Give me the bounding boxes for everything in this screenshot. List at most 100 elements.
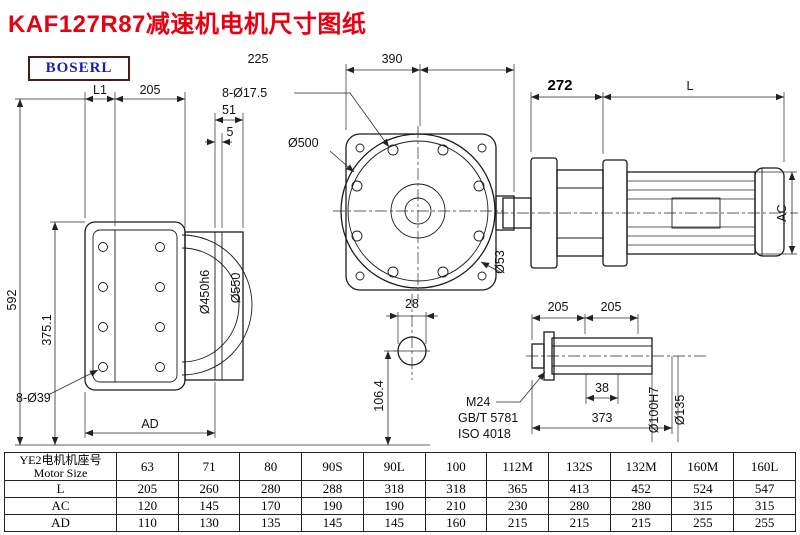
left-view: L1 205 51 5 592 375.1 8-Ø39 AD Ø450h6 Ø5… bbox=[5, 83, 430, 446]
motor-side-view: 272 L AC bbox=[496, 77, 798, 269]
fan-cowl bbox=[754, 167, 785, 257]
dim-label-5: 5 bbox=[227, 125, 234, 139]
dim-label-1064: 106.4 bbox=[372, 380, 386, 411]
dim-label-38: 38 bbox=[595, 381, 609, 395]
table-row-AC: AC 120 145 170 190 190 210 230 280 280 3… bbox=[4, 497, 796, 515]
dim-label-205a: 205 bbox=[548, 300, 569, 314]
col-header: 132S bbox=[548, 452, 611, 481]
col-header: 63 bbox=[116, 452, 179, 481]
col-header: 100 bbox=[424, 452, 488, 481]
table-cell: 145 bbox=[301, 514, 364, 532]
flange-arc-d450 bbox=[181, 247, 240, 363]
table-cell: 318 bbox=[362, 480, 426, 498]
col-header: 71 bbox=[177, 452, 241, 481]
technical-drawing: L1 205 51 5 592 375.1 8-Ø39 AD Ø450h6 Ø5… bbox=[5, 52, 798, 446]
table-cell: 280 bbox=[239, 480, 303, 498]
table-cell: 130 bbox=[177, 514, 241, 532]
dim-label-205: 205 bbox=[140, 83, 161, 97]
flange-holes-8xd175 bbox=[351, 144, 485, 278]
front-view: 225 390 8-Ø17.5 Ø500 Ø53 28 106.4 bbox=[222, 52, 515, 445]
dim-label-373: 373 bbox=[592, 411, 613, 425]
table-cell: 215 bbox=[609, 514, 673, 532]
col-header: 160M bbox=[671, 452, 735, 481]
row-label: AC bbox=[4, 497, 117, 515]
dim-label-28: 28 bbox=[405, 297, 419, 311]
page-title: KAF127R87减速机电机尺寸图纸 bbox=[8, 11, 367, 38]
col-header: 160L bbox=[733, 452, 796, 481]
dim-label-d53: Ø53 bbox=[493, 250, 507, 274]
table-cell: 452 bbox=[609, 480, 673, 498]
dim-label-8d39: 8-Ø39 bbox=[16, 391, 51, 405]
table-cell: 547 bbox=[733, 480, 796, 498]
dim-label-d100h7: Ø100H7 bbox=[647, 387, 661, 434]
table-cell: 524 bbox=[671, 480, 735, 498]
dim-label-d450h6: Ø450h6 bbox=[198, 270, 212, 315]
table-cell: 413 bbox=[548, 480, 611, 498]
motor-nameplate bbox=[671, 197, 721, 229]
motor-size-table: YE2电机机座号 Motor Size 63 71 80 90S 90L 100… bbox=[4, 452, 796, 532]
table-row-AD: AD 110 130 135 145 145 160 215 215 215 2… bbox=[4, 514, 796, 532]
table-cell: 145 bbox=[362, 514, 426, 532]
shaft-detail: 205 205 38 373 M24 GB/T 5781 ISO 4018 Ø1… bbox=[458, 300, 706, 442]
table-cell: 135 bbox=[239, 514, 303, 532]
table-cell: 160 bbox=[424, 514, 488, 532]
row-label: L bbox=[4, 480, 117, 498]
col-header: 112M bbox=[486, 452, 550, 481]
col-header: 90L bbox=[362, 452, 426, 481]
dim-label-375: 375.1 bbox=[40, 314, 54, 345]
m24-bolt-head bbox=[531, 343, 545, 369]
table-header-row: YE2电机机座号 Motor Size 63 71 80 90S 90L 100… bbox=[4, 452, 796, 481]
table-cell: 255 bbox=[671, 514, 735, 532]
dim-label-d550: Ø550 bbox=[229, 273, 243, 304]
table-cell: 120 bbox=[116, 497, 179, 515]
table-cell: 110 bbox=[116, 514, 179, 532]
table-cell: 288 bbox=[301, 480, 364, 498]
bolt-holes-8xd39 bbox=[98, 242, 165, 372]
table-cell: 170 bbox=[239, 497, 303, 515]
table-cell: 230 bbox=[486, 497, 550, 515]
table-cell: 210 bbox=[424, 497, 488, 515]
table-cell: 280 bbox=[548, 497, 611, 515]
dim-label-8d175: 8-Ø17.5 bbox=[222, 86, 267, 100]
dim-label-592: 592 bbox=[5, 290, 19, 311]
col-header: 132M bbox=[609, 452, 673, 481]
dim-label-272: 272 bbox=[547, 77, 572, 94]
header-en: Motor Size bbox=[33, 465, 88, 480]
label-iso-4018: ISO 4018 bbox=[458, 427, 511, 441]
table-cell: 255 bbox=[733, 514, 796, 532]
dim-label-motor-l: L bbox=[687, 79, 694, 93]
dim-label-ad: AD bbox=[141, 417, 158, 431]
label-gbt-5781: GB/T 5781 bbox=[458, 411, 518, 425]
col-header: 90S bbox=[301, 452, 364, 481]
table-row-L: L 205 260 280 288 318 318 365 413 452 52… bbox=[4, 480, 796, 498]
table-cell: 260 bbox=[177, 480, 241, 498]
table-cell: 215 bbox=[548, 514, 611, 532]
label-m24: M24 bbox=[466, 395, 490, 409]
dim-label-225: 225 bbox=[248, 52, 269, 66]
dim-label-ac: AC bbox=[775, 204, 789, 221]
table-cell: 215 bbox=[486, 514, 550, 532]
table-cell: 145 bbox=[177, 497, 241, 515]
table-cell: 280 bbox=[609, 497, 673, 515]
table-cell: 365 bbox=[486, 480, 550, 498]
hollow-shaft bbox=[551, 337, 653, 375]
dim-label-d500: Ø500 bbox=[288, 136, 319, 150]
dim-label-51: 51 bbox=[222, 103, 236, 117]
dim-label-l1: L1 bbox=[93, 83, 107, 97]
row-label: AD bbox=[4, 514, 117, 532]
col-header: 80 bbox=[239, 452, 303, 481]
dim-label-205b: 205 bbox=[601, 300, 622, 314]
table-cell: 315 bbox=[671, 497, 735, 515]
table-cell: 190 bbox=[301, 497, 364, 515]
table-cell: 315 bbox=[733, 497, 796, 515]
table-cell: 205 bbox=[116, 480, 179, 498]
table-corner-header: YE2电机机座号 Motor Size bbox=[4, 452, 117, 481]
dim-label-390: 390 bbox=[382, 52, 403, 66]
table-cell: 190 bbox=[362, 497, 426, 515]
dim-label-d135: Ø135 bbox=[673, 395, 687, 426]
brand-logo: BOSERL bbox=[28, 56, 130, 81]
brand-logo-text: BOSERL bbox=[45, 60, 113, 76]
table-cell: 318 bbox=[424, 480, 488, 498]
header-cn: YE2电机机座号 bbox=[19, 452, 102, 467]
